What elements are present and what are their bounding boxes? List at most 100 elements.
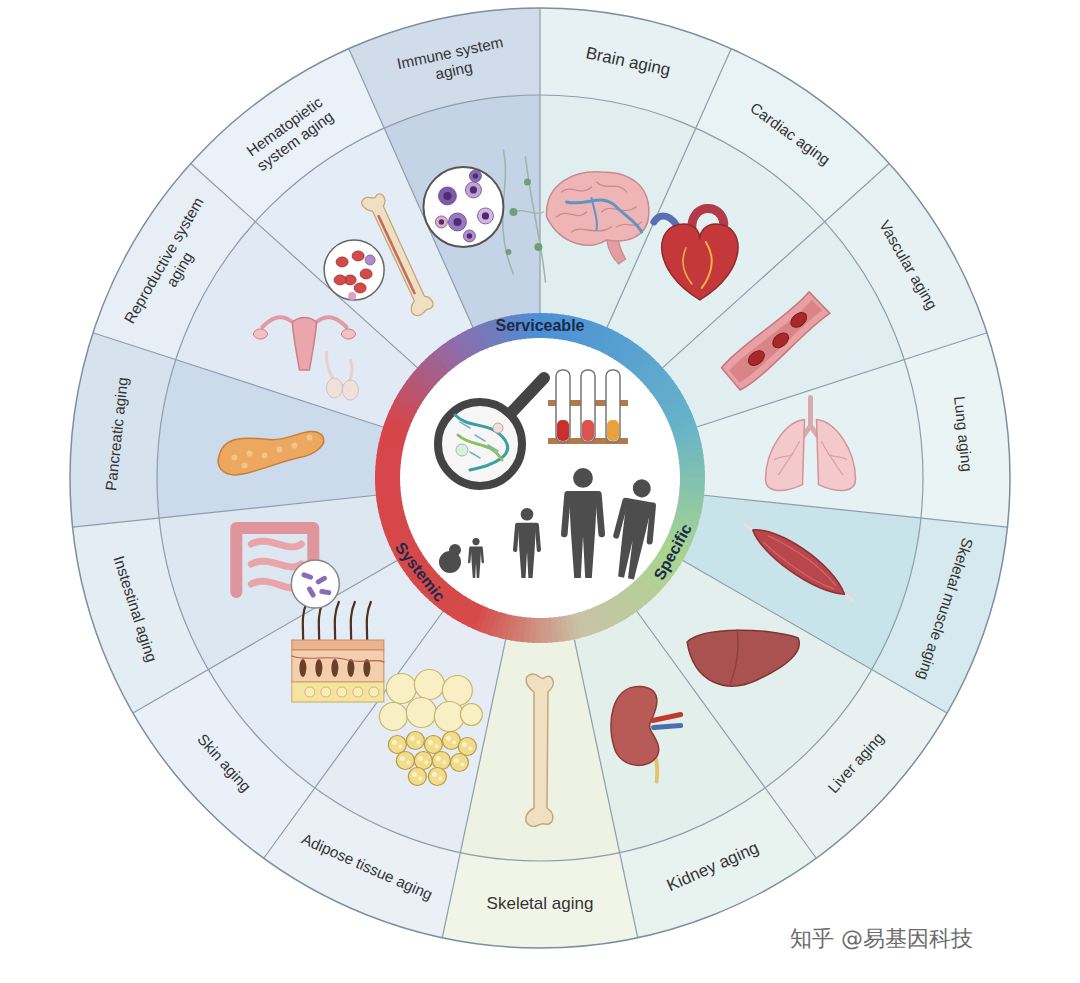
illustration-part [469,170,481,182]
organ-figure [423,150,545,282]
illustration-part [465,182,481,198]
tube-fill [557,420,569,441]
illustration-part [469,548,483,562]
segment-divider [637,611,816,858]
illustration-part [432,772,437,777]
segment-label: Immune system aging [384,31,519,93]
illustration-part [746,519,852,604]
illustration-part [653,714,681,720]
illustration-part [428,767,446,785]
segment-label: Skeletal muscle aging [913,536,976,683]
illustration-part [291,560,339,608]
organ-figure [379,669,482,785]
illustration-part [455,415,508,470]
organ-figure [236,528,339,608]
illustration-part [513,211,543,214]
illustration-part [470,186,477,193]
illustration-part [342,380,358,400]
illustration-part [613,498,652,580]
organ-segment: Kidney aging [630,823,795,911]
illustration-part [446,736,451,741]
organ-segment: Liver aging [792,693,921,833]
illustration-part [416,740,420,744]
illustration-part [450,753,468,771]
skin-layer [292,682,384,702]
illustration-part [525,157,545,282]
illustration-part [261,453,267,459]
illustration-part [762,533,839,593]
illustration-part [505,249,511,255]
illustration-part [436,756,441,761]
illustration-part [428,740,433,745]
illustration-part [305,687,315,697]
test-tube [581,370,595,442]
illustration-part [414,669,444,699]
illustration-part [292,318,316,371]
illustration-part [720,290,832,391]
segment-label: Hematopietic system aging [231,84,349,184]
illustration-part [477,208,493,224]
segment-divider [704,495,1007,527]
illustration-part [775,455,793,460]
segment-divider [93,333,383,427]
illustration-part [557,212,587,217]
illustration-part [386,673,416,703]
illustration-part [315,659,322,677]
illustration-part [398,744,402,748]
illustration-part [418,756,423,761]
organ-segment: Hematopietic system aging [231,84,349,184]
organ-illustrations [218,150,860,826]
illustration-part [424,760,428,764]
illustration-part [241,463,247,469]
segment-label: Skeletal aging [487,893,594,913]
illustration-part [770,330,792,351]
organ-segment: Pancreatic aging [99,347,135,520]
segment-label: Brain aging [584,43,672,80]
illustration-part [468,746,472,750]
illustration-part [488,445,498,451]
illustration-part [631,478,652,499]
illustration-part [321,687,331,697]
organ-segment: Adipose tissue aging [283,823,451,911]
aging-ring: ServiceableSpecificSystemic [372,310,708,646]
illustration-part [292,656,384,662]
organ-figure [720,290,832,391]
illustration-part [454,758,459,763]
illustration-part [406,731,424,749]
illustration-part [324,240,384,300]
illustration-part [471,546,481,578]
illustration-part [336,257,348,267]
illustration-part [231,455,237,461]
segment-label: Instestinal aging [110,554,161,665]
illustration-part [341,329,355,339]
illustration-part [414,751,432,769]
illustration-part [607,238,626,264]
muscle [738,513,861,610]
organ-segment: Instestinal aging [100,525,170,694]
segment-label: Lung aging [950,395,976,472]
organ-figure [218,431,324,474]
illustration-part [611,686,659,765]
magnifier [438,402,522,486]
organ-figure [738,513,861,610]
illustration-part [515,525,539,550]
illustration-part [458,737,476,755]
illustration-part [616,500,656,541]
illustration-part [438,776,442,780]
illustration-part [569,491,598,578]
illustration-part [418,776,422,780]
illustration-part [654,725,681,727]
illustration-part [463,230,475,242]
illustration-part [353,687,363,697]
illustration-part [379,216,415,293]
illustration-part [334,275,346,285]
bacterium [315,575,328,585]
illustration-part [452,740,456,744]
illustration-part [822,442,843,475]
illustration-part [365,255,375,265]
segment-label: Pancreatic aging [102,376,132,491]
illustration-part [410,736,415,741]
organ-figure [324,191,436,318]
